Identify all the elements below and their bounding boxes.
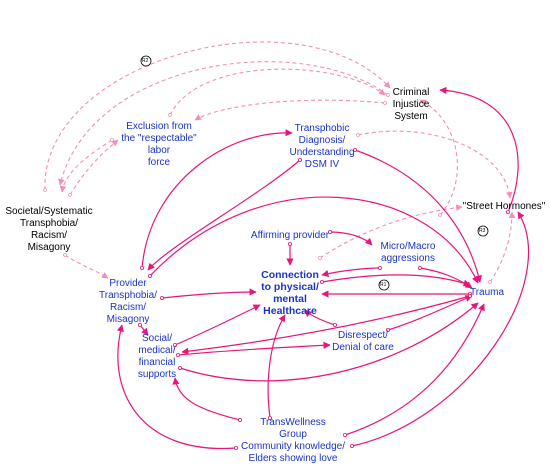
node-connection-to-healthcare: Connection to physical/ mental Healthcar… [254,269,326,317]
edge-transwellness-provider [116,324,238,450]
edge-diagnosis-provider [147,158,302,271]
node-line: Exclusion from [126,121,192,132]
node-line: Trauma [469,287,505,298]
node-line: medical/ [138,345,176,356]
node-line: Elders showing love [248,453,338,464]
node-trauma: Trauma [466,287,508,299]
edge-criminal-exclusion [194,99,387,121]
node-social-medical-financial-supports: Social/ medical/ financial supports [130,333,184,381]
solid-edges [116,86,529,450]
edge-trauma-social [181,294,472,355]
node-line: aggressions [381,253,435,264]
node-line: force [147,157,171,168]
edge-affirming-micro [328,230,373,246]
node-affirming-provider: Affirming provider [244,230,336,242]
node-line: Community knowledge/ [241,441,345,452]
edge-transwellness-connection [267,314,286,420]
edge-connection-trauma [320,274,471,287]
node-line: Transphobia/ [99,290,157,301]
edge-transwellness-social [172,377,242,422]
loop-r3-label: R3 [479,228,486,234]
edge-street-criminal-solid [439,86,519,214]
edge-provider-connection [160,288,257,300]
node-line: Disrespect/ [337,330,388,341]
edge-trauma-transwellness [350,211,529,448]
node-line: labor [147,145,171,156]
node-micro-macro-aggressions: Micro/Macro aggressions [375,241,441,265]
node-transwellness-group: TransWellness Group Community knowledge/… [232,417,354,465]
node-line: Racism/ [30,230,68,241]
edge-societal-criminal [43,41,391,192]
node-line: mental [273,293,307,305]
node-line: TransWellness [260,417,326,428]
edge-trauma-street [488,211,516,284]
node-line: financial [138,357,176,368]
node-line: Transphobia/ [20,218,78,229]
node-line: Affirming provider [250,230,330,241]
node-line: Connection [261,269,319,281]
edge-diagnosis-street [356,130,513,199]
edge-micro-connection [321,266,382,278]
node-line: to physical/ [261,281,319,293]
edge-micro-trauma [418,266,473,289]
node-provider-transphobia: Provider Transphobia/ Racism/ Misagony [96,278,160,326]
node-societal-transphobia: Societal/Systematic Transphobia/ Racism/… [0,206,98,254]
loop-r1-icon [378,279,390,291]
edge-exclusion-societal [59,138,114,193]
edge-disrespect-trauma [386,295,473,332]
node-line: Diagnosis/ [298,135,346,146]
node-line: Transphobic [294,123,350,134]
node-street-hormones: "Street Hormones" [458,201,550,213]
loop-r1-label: R1 [380,282,387,288]
node-line: "Street Hormones" [462,201,546,212]
loop-r2-icon [140,55,152,67]
node-transphobic-diagnosis: Transphobic Diagnosis/ Understanding DSM… [282,123,362,171]
node-line: Criminal [392,87,430,98]
node-line: Denial of care [332,342,394,353]
edge-societal-exclusion [68,139,119,197]
node-line: Understanding [289,147,355,158]
edge-social-connection [173,304,261,347]
node-exclusion-labor-force: Exclusion from the "respectable" labor f… [110,121,208,169]
node-line: Group [279,429,307,440]
node-line: Healthcare [263,305,317,317]
edge-criminal-societal [58,61,390,186]
node-line: Societal/Systematic [5,206,93,217]
loop-markers [140,55,489,291]
node-line: Misagony [27,242,71,253]
node-line: Provider [109,278,147,289]
node-line: Micro/Macro [380,241,436,252]
edge-exclusion-criminal [168,68,386,117]
node-line: DSM IV [304,159,340,170]
loop-r3-icon [477,225,489,237]
node-line: supports [137,369,177,380]
node-line: Misagony [106,314,150,325]
node-criminal-injustice-system: Criminal Injustice System [378,87,444,123]
edge-societal-provider [63,253,109,279]
node-disrespect-denial-of-care: Disrespect/ Denial of care [326,330,400,354]
node-line: Injustice [392,99,430,110]
node-line: Social/ [141,333,172,344]
node-line: Racism/ [109,302,147,313]
edge-transwellness-trauma [343,303,485,437]
loop-r2-label: R2 [142,58,149,64]
node-line: the "respectable" [121,133,197,144]
node-line: System [394,111,428,122]
